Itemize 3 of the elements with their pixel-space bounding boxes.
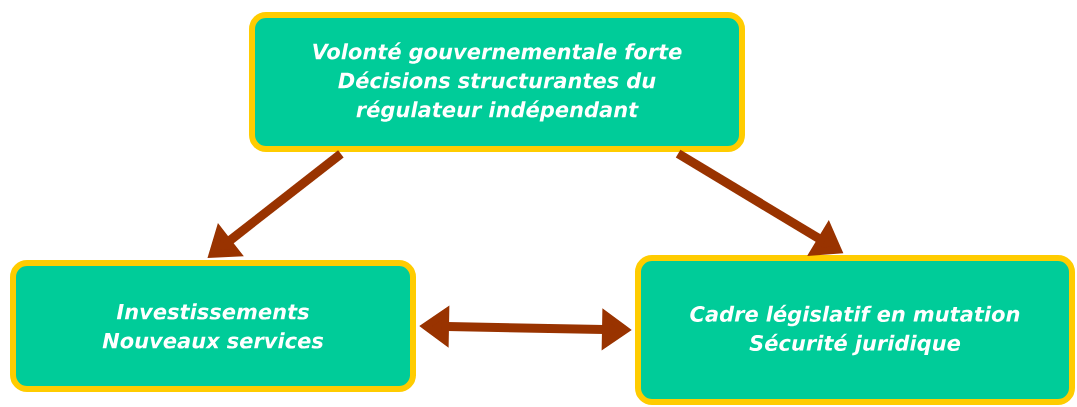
- text-box: Investissements Nouveaux services: [10, 260, 416, 392]
- text-box: Volonté gouvernementale forte Décisions structurantes du régulateur indépendant: [249, 12, 745, 152]
- text-box: Cadre législatif en mutation Sécurité juridique: [635, 255, 1075, 405]
